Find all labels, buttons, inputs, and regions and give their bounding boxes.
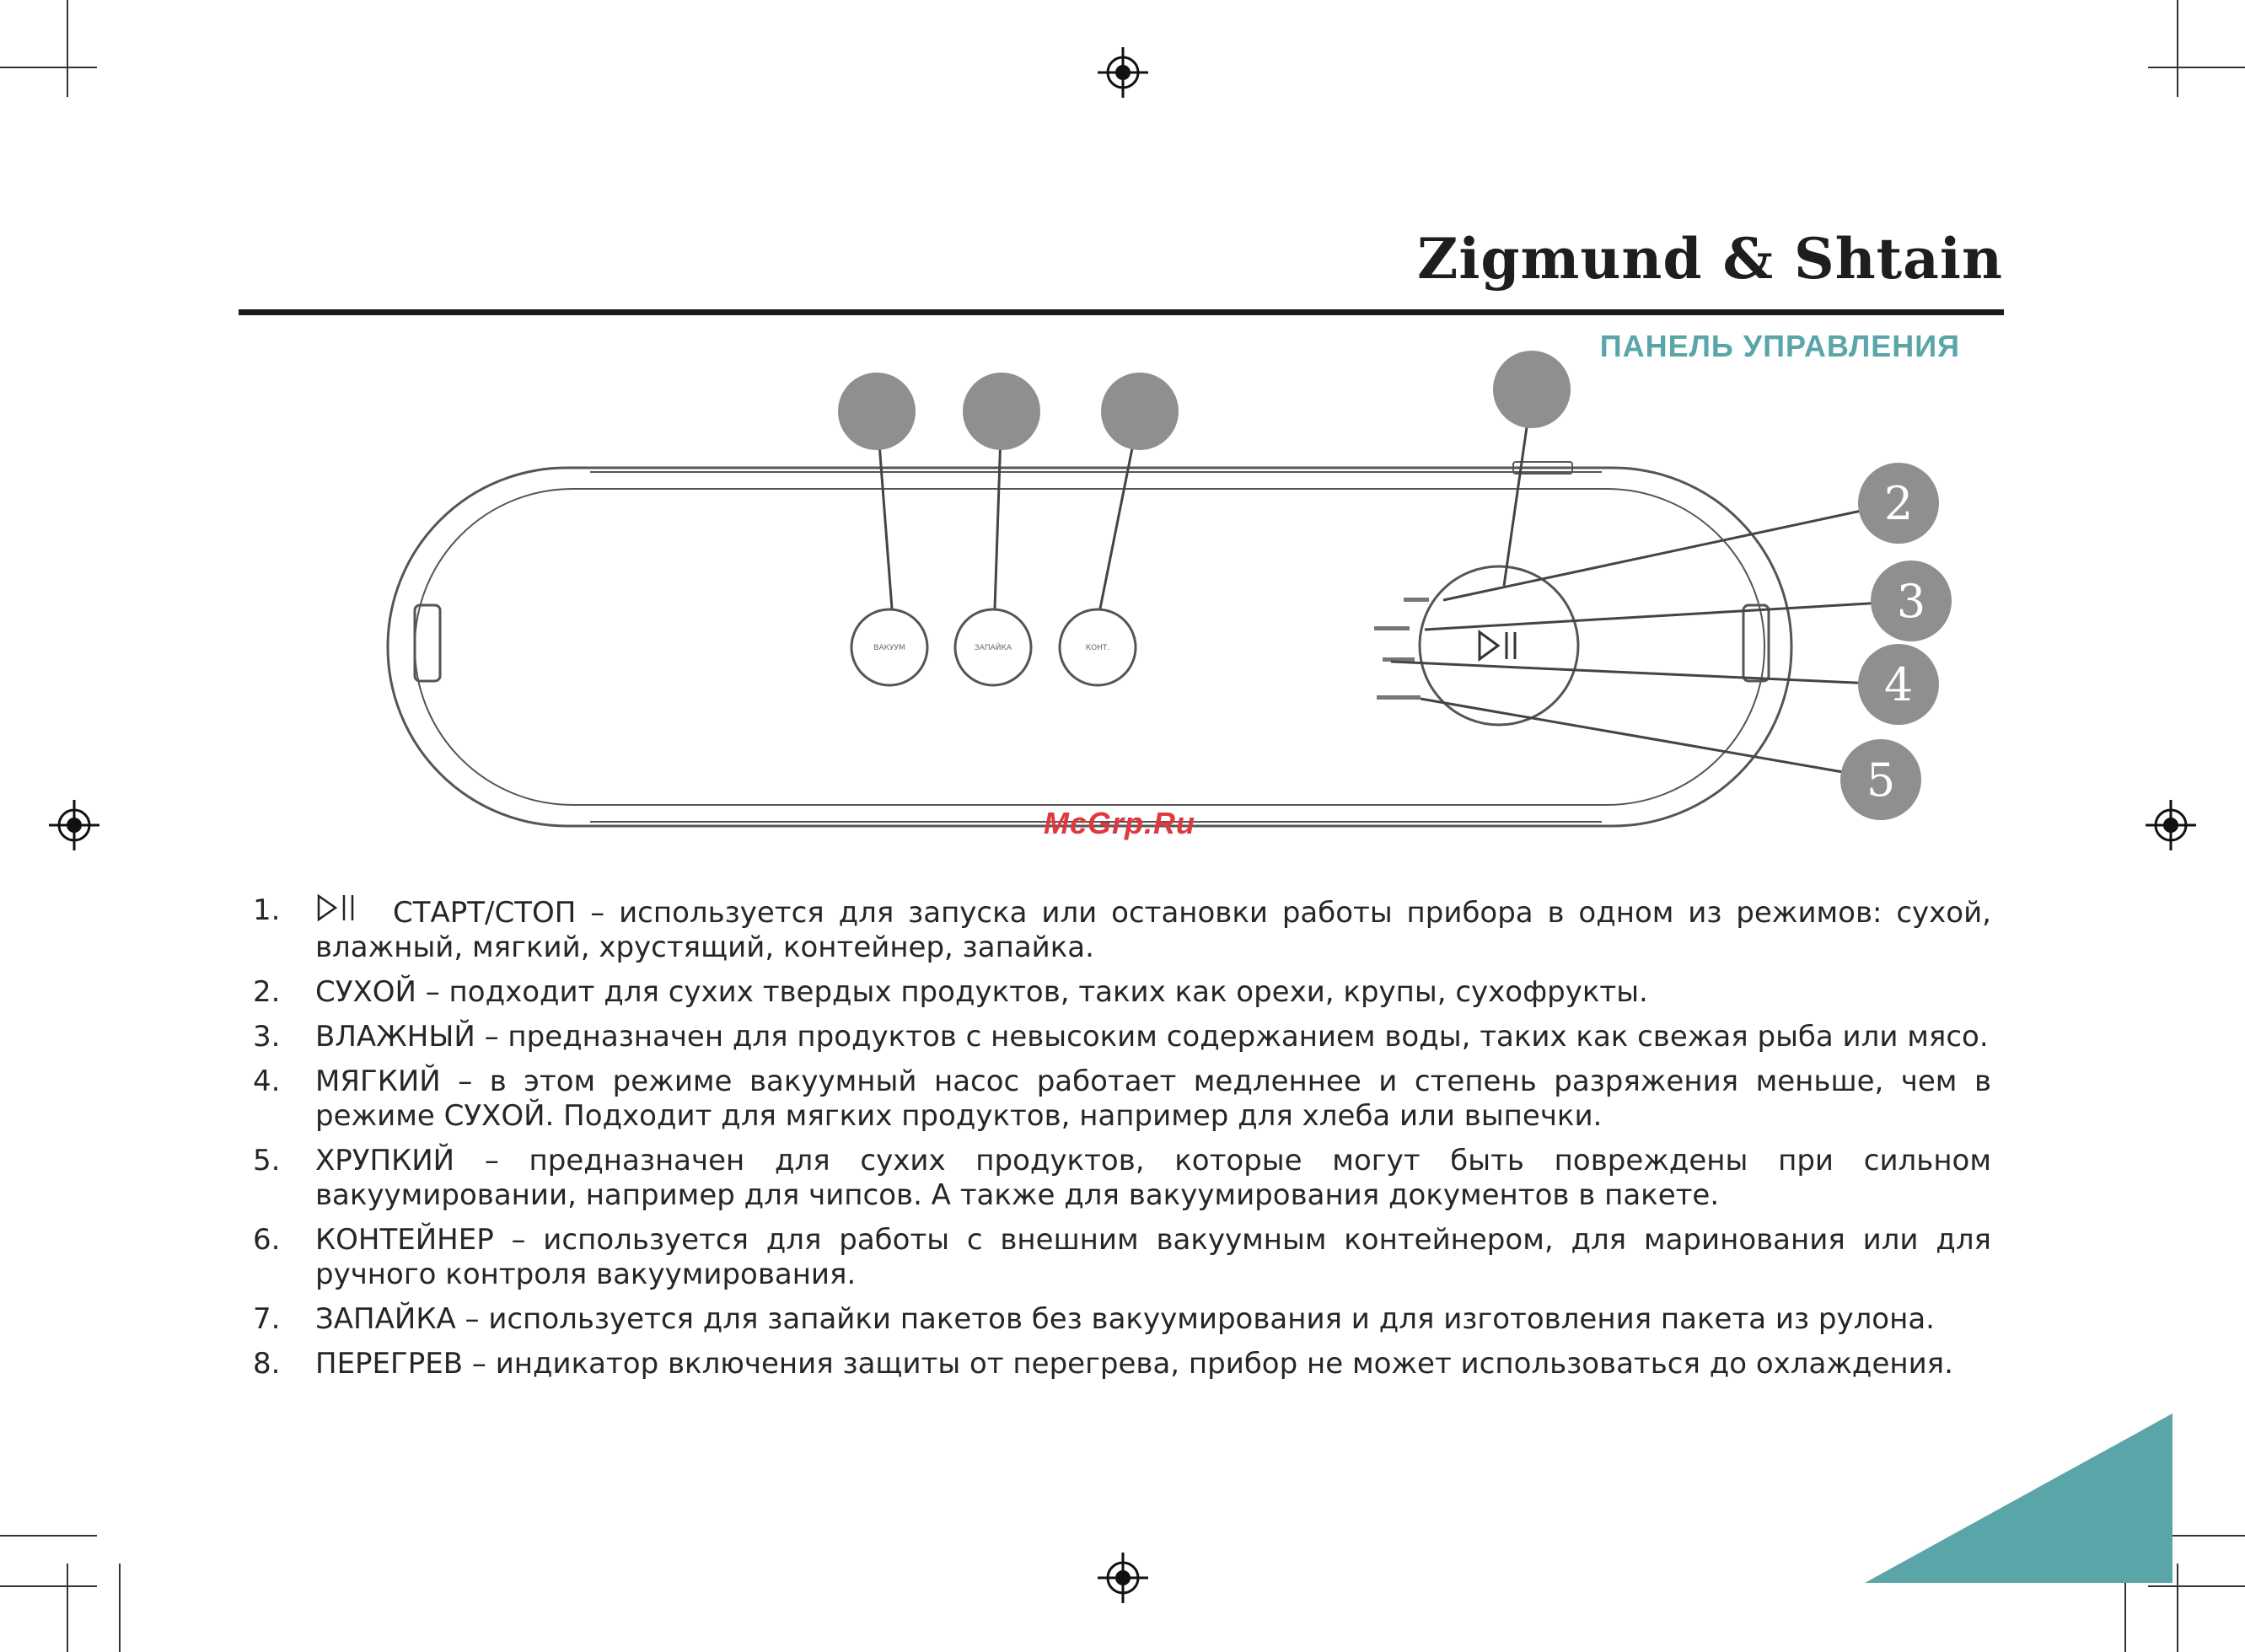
feature-number: 6. <box>253 1223 281 1257</box>
svg-text:КОНТ.: КОНТ. <box>1086 644 1110 652</box>
callout-4: 4 <box>1858 644 1939 725</box>
feature-item: 8. ПЕРЕГРЕВ – индикатор включения защиты… <box>253 1347 1991 1381</box>
feature-text: МЯГКИЙ – в этом режиме вакуумный насос р… <box>315 1065 1991 1133</box>
header-rule <box>239 309 2004 315</box>
feature-text: СУХОЙ – подходит для сухих твердых проду… <box>315 975 1648 1009</box>
panel-button-1: ВАКУУМ <box>850 608 929 687</box>
feature-text: ЗАПАЙКА – используется для запайки пакет… <box>315 1302 1935 1336</box>
teal-corner-decoration <box>1865 1413 2172 1583</box>
registration-mark-left <box>49 800 99 850</box>
control-panel-drawing <box>386 461 1793 828</box>
callout-4-label: 4 <box>1884 658 1913 711</box>
leader-lines <box>875 391 1913 780</box>
feature-number: 2. <box>253 975 281 1009</box>
feature-list: 1. СТАРТ/СТОП – используется для запуска… <box>253 893 1991 1392</box>
play-pause-icon <box>317 893 354 922</box>
callout-blank-1 <box>838 373 916 450</box>
svg-text:ВАКУУМ: ВАКУУМ <box>873 644 905 652</box>
svg-text:ЗАПАЙКА: ЗАПАЙКА <box>975 642 1012 652</box>
feature-item: 3. ВЛАЖНЫЙ – предназначен для продуктов … <box>253 1020 1991 1054</box>
registration-mark-bottom <box>1098 1553 1148 1603</box>
feature-number: 4. <box>253 1065 281 1098</box>
registration-mark-top <box>1098 47 1148 98</box>
brand-logo: Zigmund & Shtain <box>1417 226 2003 292</box>
callout-5-label: 5 <box>1866 754 1895 807</box>
callout-2-label: 2 <box>1884 477 1913 530</box>
watermark: McGrp.Ru <box>1044 806 1196 840</box>
section-title: ПАНЕЛЬ УПРАВЛЕНИЯ <box>1599 329 1960 363</box>
feature-number: 3. <box>253 1020 281 1054</box>
callout-blank-3 <box>1101 373 1179 450</box>
callout-2: 2 <box>1858 463 1939 544</box>
callout-3: 3 <box>1871 560 1952 641</box>
callout-5: 5 <box>1840 739 1921 820</box>
feature-item: 5. ХРУПКИЙ – предназначен для сухих прод… <box>253 1144 1991 1213</box>
feature-number: 1. <box>253 893 281 927</box>
feature-item: 4. МЯГКИЙ – в этом режиме вакуумный насо… <box>253 1065 1991 1134</box>
play-pause-icon <box>1478 630 1517 662</box>
start-stop-button-drawing <box>1374 565 1580 727</box>
callout-blank-4 <box>1493 351 1571 428</box>
feature-item: 1. СТАРТ/СТОП – используется для запуска… <box>253 893 1991 965</box>
feature-text: СТАРТ/СТОП – используется для запуска ил… <box>315 896 1991 964</box>
feature-item: 6. КОНТЕЙНЕР – используется для работы с… <box>253 1223 1991 1292</box>
feature-text: ХРУПКИЙ – предназначен для сухих продукт… <box>315 1144 1991 1212</box>
registration-mark-right <box>2146 800 2196 850</box>
feature-text: ПЕРЕГРЕВ – индикатор включения защиты от… <box>315 1347 1953 1381</box>
feature-text: КОНТЕЙНЕР – используется для работы с вн… <box>315 1223 1991 1291</box>
feature-number: 8. <box>253 1347 281 1381</box>
feature-item: 2. СУХОЙ – подходит для сухих твердых пр… <box>253 975 1991 1010</box>
feature-number: 7. <box>253 1302 281 1336</box>
callout-3-label: 3 <box>1897 575 1925 628</box>
panel-button-3: КОНТ. <box>1058 608 1137 687</box>
feature-text: ВЛАЖНЫЙ – предназначен для продуктов с н… <box>315 1020 1989 1054</box>
feature-number: 5. <box>253 1144 281 1177</box>
panel-button-2: ЗАПАЙКА <box>953 608 1033 687</box>
feature-item: 7. ЗАПАЙКА – используется для запайки па… <box>253 1302 1991 1337</box>
callout-blank-2 <box>963 373 1040 450</box>
